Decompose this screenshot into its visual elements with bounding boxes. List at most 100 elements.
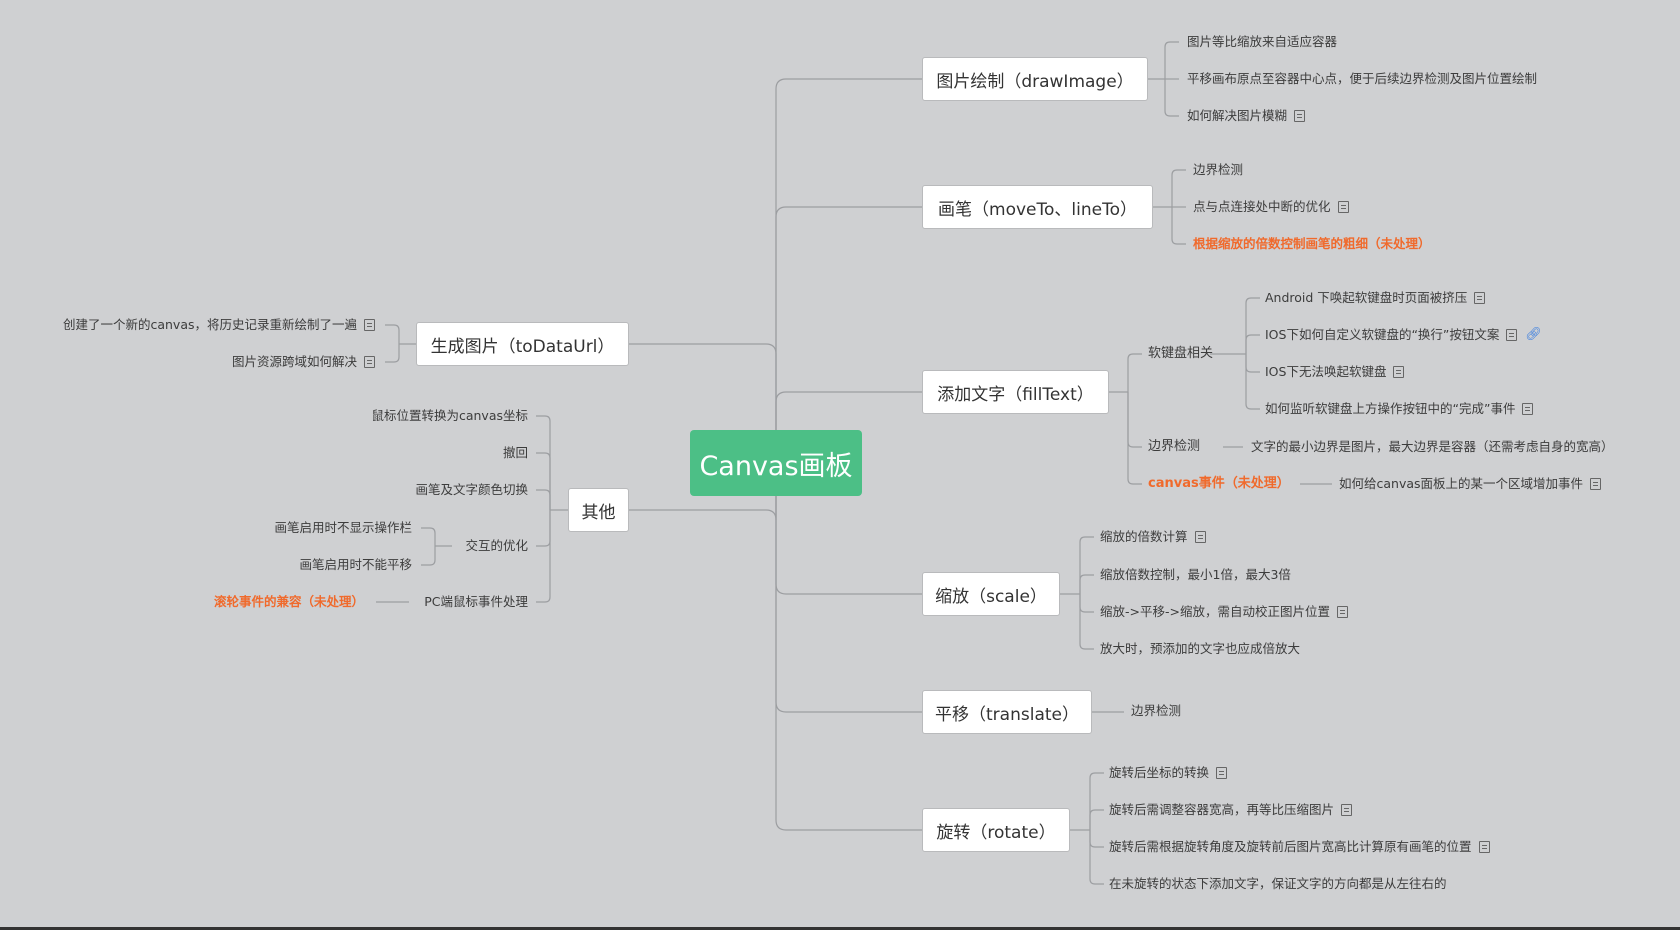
leaf-undo[interactable]: 撤回 xyxy=(503,444,528,462)
connector-line xyxy=(1089,830,1104,848)
note-icon[interactable] xyxy=(1478,841,1490,853)
connector-line xyxy=(775,463,922,831)
note-icon[interactable] xyxy=(1590,478,1602,490)
sub-soft-keyboard[interactable]: 软键盘相关 xyxy=(1148,345,1213,363)
connector-line xyxy=(775,78,922,463)
sub-label: 边界检测 xyxy=(1148,439,1201,454)
connector-line xyxy=(421,546,436,566)
leaf-label: 滚轮事件的兼容（未处理） xyxy=(213,594,364,609)
leaf-label: 撤回 xyxy=(502,445,528,460)
leaf-image-blur[interactable]: 如何解决图片模糊 xyxy=(1187,107,1306,125)
branch-translate[interactable]: 平移（translate） xyxy=(922,690,1092,734)
connector-line xyxy=(536,415,551,510)
sub-pc-mouse-events[interactable]: PC端鼠标事件处理 xyxy=(424,593,528,611)
leaf-brush-width[interactable]: 根据缩放的倍数控制画笔的粗细（未处理） xyxy=(1193,235,1431,253)
leaf-text-min-max-boundary[interactable]: 文字的最小边界是图片，最大边界是容器（还需考虑自身的宽高） xyxy=(1251,438,1614,456)
leaf-translate-boundary[interactable]: 边界检测 xyxy=(1131,702,1181,720)
leaf-wheel-compat[interactable]: 滚轮事件的兼容（未处理） xyxy=(214,593,364,611)
sub-canvas-event[interactable]: canvas事件（未处理） xyxy=(1148,475,1290,493)
leaf-ios-return-key[interactable]: IOS下如何自定义软键盘的“换行”按钮文案 🔗︎ xyxy=(1265,326,1542,344)
leaf-rotate-resize[interactable]: 旋转后需调整容器宽高，再等比压缩图片 xyxy=(1109,801,1353,819)
leaf-image-cors[interactable]: 图片资源跨域如何解决 xyxy=(232,353,375,371)
leaf-scale-correct[interactable]: 缩放->平移->缩放，需自动校正图片位置 xyxy=(1100,603,1348,621)
leaf-rotate-text-dir[interactable]: 在未旋转的状态下添加文字，保证文字的方向都是从左往右的 xyxy=(1109,875,1447,893)
sub-label: canvas事件（未处理） xyxy=(1148,476,1290,491)
connector-line xyxy=(536,489,551,510)
note-icon[interactable] xyxy=(1474,292,1486,304)
note-icon[interactable] xyxy=(1337,201,1349,213)
leaf-android-keyboard[interactable]: Android 下唤起软键盘时页面被挤压 xyxy=(1265,289,1486,307)
connector-line xyxy=(536,510,551,603)
leaf-ios-no-keyboard[interactable]: IOS下无法唤起软键盘 xyxy=(1265,363,1405,381)
leaf-canvas-region-event[interactable]: 如何给canvas面板上的某一个区域增加事件 xyxy=(1339,475,1602,493)
note-icon[interactable] xyxy=(1393,366,1405,378)
leaf-brush-break[interactable]: 点与点连接处中断的优化 xyxy=(1193,198,1349,216)
leaf-new-canvas[interactable]: 创建了一个新的canvas，将历史记录重新绘制了一遍 xyxy=(63,316,375,334)
sub-text-boundary[interactable]: 边界检测 xyxy=(1148,438,1200,456)
connector-line xyxy=(1127,392,1142,485)
note-icon[interactable] xyxy=(1336,606,1348,618)
link-icon[interactable]: 🔗︎ xyxy=(1525,327,1542,342)
connector-line xyxy=(385,324,400,344)
root-topic[interactable]: Canvas画板 xyxy=(690,430,862,496)
leaf-rotate-coords[interactable]: 旋转后坐标的转换 xyxy=(1109,764,1228,782)
leaf-label: 图片资源跨域如何解决 xyxy=(231,354,357,369)
note-icon[interactable] xyxy=(1506,329,1518,341)
leaf-label: 图片等比缩放来自适应容器 xyxy=(1187,34,1338,49)
leaf-label: 缩放的倍数计算 xyxy=(1100,529,1188,544)
leaf-label: 交互的优化 xyxy=(465,538,528,553)
leaf-brush-boundary[interactable]: 边界检测 xyxy=(1193,161,1243,179)
leaf-label: 缩放倍数控制，最小1倍，最大3倍 xyxy=(1100,567,1291,582)
branch-draw-image[interactable]: 图片绘制（drawImage） xyxy=(922,57,1148,101)
connector-line xyxy=(1245,334,1260,354)
connector-line xyxy=(1089,772,1104,830)
branch-to-data-url[interactable]: 生成图片（toDataUrl） xyxy=(416,322,629,366)
leaf-label: 在未旋转的状态下添加文字，保证文字的方向都是从左往右的 xyxy=(1109,876,1447,891)
leaf-brush-hide-toolbar[interactable]: 画笔启用时不显示操作栏 xyxy=(274,519,412,537)
branch-scale[interactable]: 缩放（scale） xyxy=(922,572,1060,616)
leaf-label: 根据缩放的倍数控制画笔的粗细（未处理） xyxy=(1193,236,1431,251)
leaf-translate-origin[interactable]: 平移画布原点至容器中心点，便于后续边界检测及图片位置绘制 xyxy=(1187,70,1537,88)
connector-line xyxy=(1171,207,1186,245)
leaf-scale-range[interactable]: 缩放倍数控制，最小1倍，最大3倍 xyxy=(1100,566,1291,584)
leaf-rotate-brush-pos[interactable]: 旋转后需根据旋转角度及旋转前后图片宽高比计算原有画笔的位置 xyxy=(1109,838,1490,856)
note-icon[interactable] xyxy=(1194,531,1206,543)
leaf-label: 旋转后坐标的转换 xyxy=(1109,765,1210,780)
branch-brush[interactable]: 画笔（moveTo、lineTo） xyxy=(922,185,1153,229)
leaf-scale-factor[interactable]: 缩放的倍数计算 xyxy=(1100,528,1206,546)
connector-line xyxy=(1079,536,1094,594)
bottom-bar xyxy=(0,927,1680,930)
note-icon[interactable] xyxy=(1341,804,1353,816)
leaf-label: 画笔及文字颜色切换 xyxy=(415,482,528,497)
connector-line xyxy=(1127,353,1142,392)
leaf-label: Android 下唤起软键盘时页面被挤压 xyxy=(1265,290,1468,305)
note-icon[interactable] xyxy=(364,319,375,331)
leaf-scale-text[interactable]: 放大时，预添加的文字也应成倍放大 xyxy=(1100,640,1300,658)
leaf-keyboard-done-event[interactable]: 如何监听软键盘上方操作按钮中的“完成”事件 xyxy=(1265,400,1534,418)
connector-line xyxy=(1127,392,1142,448)
note-icon[interactable] xyxy=(1522,403,1534,415)
connector-line xyxy=(1171,169,1186,207)
connector-line xyxy=(1079,594,1094,613)
connector-line xyxy=(1245,354,1260,410)
branch-rotate[interactable]: 旋转（rotate） xyxy=(922,808,1070,852)
sub-interaction-optimize[interactable]: 交互的优化 xyxy=(465,537,528,555)
leaf-brush-no-pan[interactable]: 画笔启用时不能平移 xyxy=(299,556,412,574)
note-icon[interactable] xyxy=(1216,767,1228,779)
leaf-label: 旋转后需调整容器宽高，再等比压缩图片 xyxy=(1109,802,1335,817)
connector-line xyxy=(1164,41,1179,79)
branch-fill-text[interactable]: 添加文字（fillText） xyxy=(922,370,1109,414)
leaf-color-switch[interactable]: 画笔及文字颜色切换 xyxy=(415,481,528,499)
leaf-image-fit[interactable]: 图片等比缩放来自适应容器 xyxy=(1187,33,1337,51)
leaf-label: 如何监听软键盘上方操作按钮中的“完成”事件 xyxy=(1265,401,1516,416)
leaf-mouse-to-canvas[interactable]: 鼠标位置转换为canvas坐标 xyxy=(371,407,528,425)
note-icon[interactable] xyxy=(1294,110,1306,122)
branch-other[interactable]: 其他 xyxy=(568,488,629,532)
leaf-label: 如何解决图片模糊 xyxy=(1187,108,1288,123)
connector-line xyxy=(1079,594,1094,650)
leaf-label: 画笔启用时不显示操作栏 xyxy=(274,520,412,535)
leaf-label: IOS下如何自定义软键盘的“换行”按钮文案 xyxy=(1265,327,1500,342)
leaf-label: IOS下无法唤起软键盘 xyxy=(1265,364,1387,379)
note-icon[interactable] xyxy=(364,356,375,368)
